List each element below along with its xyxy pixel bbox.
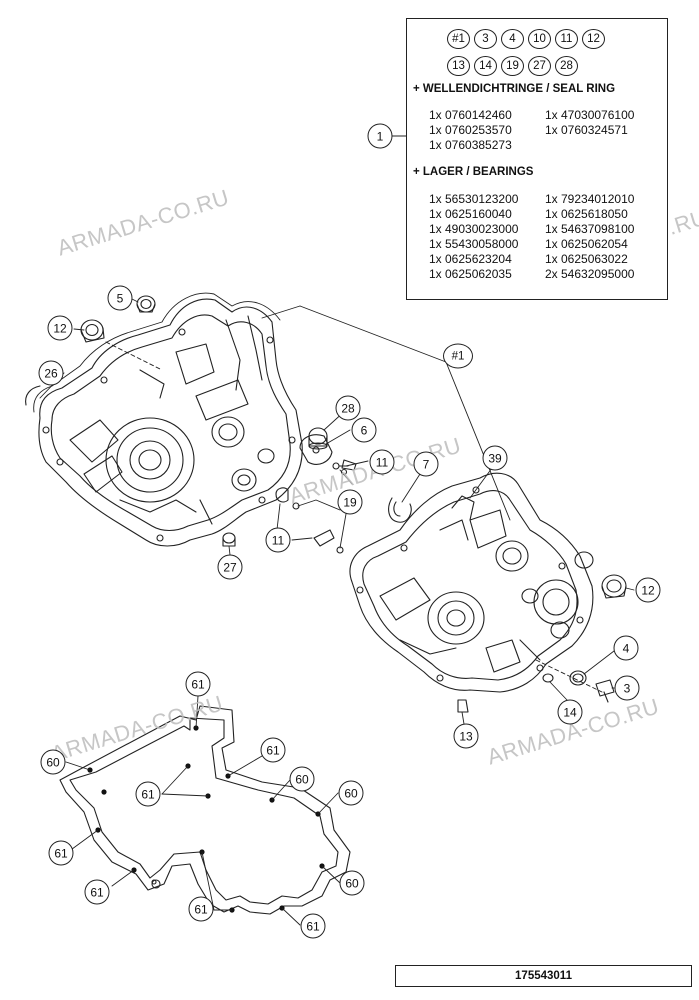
part-12-seal-left [80, 319, 105, 343]
part-12-seal-right [601, 574, 627, 599]
part-number: 1x 47030076100 [545, 108, 635, 122]
bearings-heading: + LAGER / BEARINGS [413, 166, 534, 178]
part-7-circlip [388, 497, 412, 523]
part-28-sleeve [308, 427, 328, 450]
kit-chip: 11 [555, 29, 578, 49]
callout-13[interactable]: 13 [453, 723, 479, 749]
callout-61[interactable]: 61 [84, 879, 110, 905]
part-number: 1x 56530123200 [429, 192, 519, 206]
callout-12[interactable]: 12 [47, 315, 73, 341]
callout-12[interactable]: 12 [635, 577, 661, 603]
part-number: 1x 0625623204 [429, 252, 512, 266]
callout-7[interactable]: 7 [413, 451, 439, 477]
part-27-dowel [222, 532, 236, 547]
part-number: 1x 0625062054 [545, 237, 628, 251]
gasket-26-outline [33, 292, 281, 413]
part-number: 1x 0625160040 [429, 207, 512, 221]
callout-26[interactable]: 26 [38, 360, 64, 386]
seal-ring-heading: + WELLENDICHTRINGE / SEAL RING [413, 83, 616, 95]
part-number: 1x 0625063022 [545, 252, 628, 266]
callout-61[interactable]: 61 [300, 913, 326, 939]
callout-60[interactable]: 60 [40, 749, 66, 775]
part-number: 1x 49030023000 [429, 222, 519, 236]
part-number: 1x 0760324571 [545, 123, 628, 137]
callout-3[interactable]: 3 [614, 675, 640, 701]
callout-1[interactable]: 1 [367, 123, 393, 149]
callout-60[interactable]: 60 [338, 780, 364, 806]
kit-chip: 28 [555, 56, 578, 76]
kit-chip: 12 [582, 29, 605, 49]
kit-chip: 14 [474, 56, 497, 76]
kit-chips-row-2: 13 14 19 27 28 [447, 56, 578, 76]
callout-set-1[interactable]: #1 [443, 343, 473, 369]
parts-kit-box: #1 3 4 10 11 12 13 14 19 27 28 + WELLEND… [406, 18, 668, 300]
kit-chip: 4 [501, 29, 524, 49]
kit-chip: 3 [474, 29, 497, 49]
part-number: 1x 79234012010 [545, 192, 635, 206]
part-number: 2x 54632095000 [545, 267, 635, 281]
gasket-pin-dots [87, 725, 325, 913]
callout-61[interactable]: 61 [188, 896, 214, 922]
callout-28[interactable]: 28 [335, 395, 361, 421]
kit-chip: 13 [447, 56, 470, 76]
part-5-bushing [136, 295, 156, 313]
drawing-number: 175543011 [395, 965, 692, 987]
callout-60[interactable]: 60 [339, 870, 365, 896]
part-number: 1x 0760253570 [429, 123, 512, 137]
callout-11[interactable]: 11 [369, 449, 395, 475]
callout-6[interactable]: 6 [351, 417, 377, 443]
callout-19[interactable]: 19 [337, 489, 363, 515]
callout-5[interactable]: 5 [107, 285, 133, 311]
callout-61[interactable]: 61 [185, 671, 211, 697]
part-13-screw [457, 699, 469, 713]
callout-14[interactable]: 14 [557, 699, 583, 725]
callout-27[interactable]: 27 [217, 554, 243, 580]
part-number: 1x 0760142460 [429, 108, 512, 122]
part-number: 1x 55430058000 [429, 237, 519, 251]
callout-61[interactable]: 61 [48, 840, 74, 866]
kit-chips-row-1: #1 3 4 10 11 12 [447, 29, 605, 49]
part-6-plate [299, 434, 333, 465]
kit-chip: #1 [447, 29, 470, 49]
part-3-plug [595, 679, 615, 703]
callout-4[interactable]: 4 [613, 635, 639, 661]
callout-60[interactable]: 60 [289, 766, 315, 792]
callout-61[interactable]: 61 [135, 781, 161, 807]
right-crankcase-half [349, 472, 594, 693]
kit-chip: 27 [528, 56, 551, 76]
callout-39[interactable]: 39 [482, 445, 508, 471]
kit-chip: 19 [501, 56, 524, 76]
left-crankcase-half [25, 298, 303, 547]
callout-11[interactable]: 11 [265, 527, 291, 553]
part-number: 1x 0625062035 [429, 267, 512, 281]
part-number: 1x 54637098100 [545, 222, 635, 236]
part-number: 1x 0625618050 [545, 207, 628, 221]
callout-61[interactable]: 61 [260, 737, 286, 763]
part-4-o-ring [569, 670, 587, 686]
part-14-washer [542, 673, 554, 683]
part-number: 1x 0760385273 [429, 138, 512, 152]
kit-chip: 10 [528, 29, 551, 49]
crankcase-gasket [59, 705, 351, 915]
